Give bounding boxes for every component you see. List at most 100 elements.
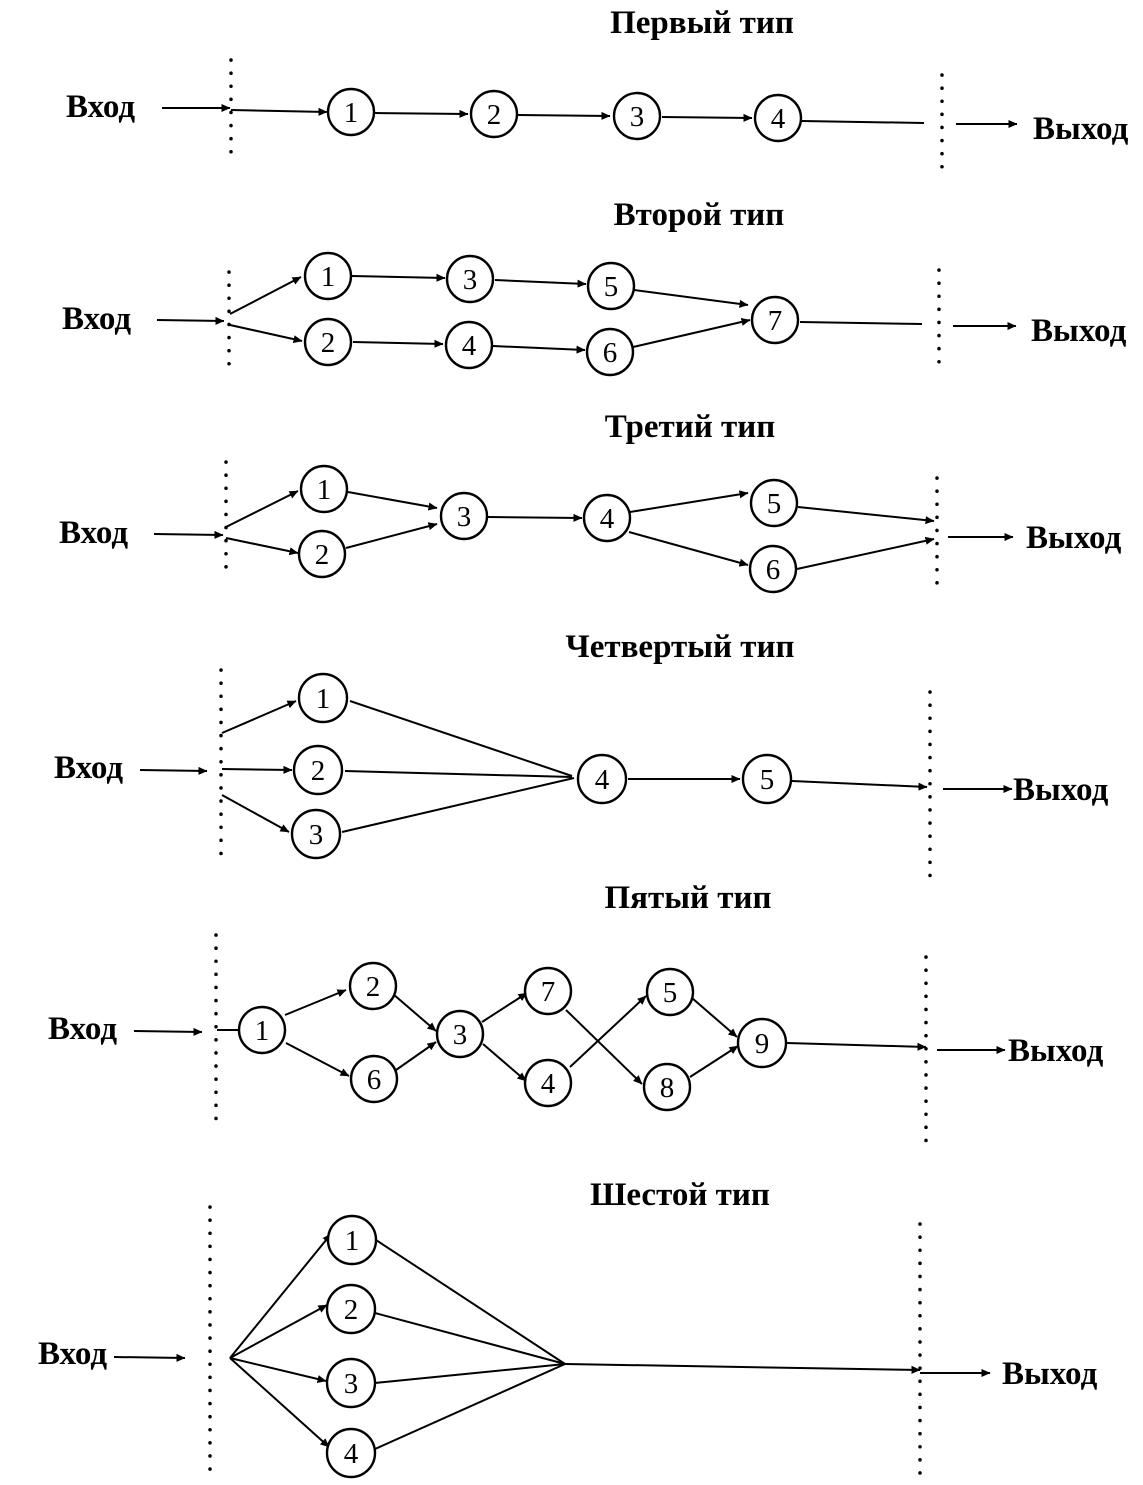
node-label: 1 bbox=[344, 97, 359, 129]
node: 3 bbox=[612, 91, 662, 141]
diagram-type-5: Пятый тип Вход Выход 1 2 6 3 7 4 5 8 9 bbox=[48, 880, 1104, 1144]
input-label: Вход bbox=[62, 301, 131, 337]
node: 8 bbox=[642, 1062, 692, 1112]
input-label: Вход bbox=[66, 89, 135, 125]
node: 7 bbox=[750, 295, 800, 345]
edge-8-9 bbox=[689, 1045, 739, 1078]
node-label: 2 bbox=[344, 1294, 359, 1326]
node-label: 2 bbox=[311, 755, 326, 787]
edge-4-5 bbox=[629, 490, 749, 513]
edge-2-3 bbox=[392, 993, 437, 1032]
node-label: 6 bbox=[367, 1064, 382, 1096]
node-label: 4 bbox=[600, 503, 615, 535]
node-label: 6 bbox=[766, 554, 781, 586]
diagram-type-4: Четвертый тип Вход Выход 1 2 3 4 5 bbox=[54, 629, 1109, 886]
node-label: 1 bbox=[317, 474, 332, 506]
edge-in-1 bbox=[225, 490, 299, 528]
node: 1 bbox=[237, 1005, 287, 1055]
node: 3 bbox=[290, 808, 342, 860]
output-label: Выход bbox=[1008, 1033, 1104, 1069]
node-label: 1 bbox=[321, 261, 336, 293]
node: 2 bbox=[297, 529, 347, 579]
node-label: 3 bbox=[630, 101, 645, 133]
edge-4-out bbox=[374, 1363, 566, 1450]
node-label: 3 bbox=[453, 1019, 468, 1051]
edge-1-6 bbox=[285, 1042, 350, 1077]
node-label: 1 bbox=[345, 1225, 360, 1257]
node-label: 7 bbox=[541, 976, 556, 1008]
edge-4-6 bbox=[628, 531, 749, 567]
edge-input bbox=[133, 1027, 203, 1036]
edge-3-4 bbox=[341, 777, 575, 833]
node-label: 1 bbox=[255, 1015, 270, 1047]
node: 5 bbox=[749, 478, 799, 528]
node: 4 bbox=[523, 1058, 573, 1108]
node: 5 bbox=[741, 753, 793, 805]
node-label: 2 bbox=[487, 99, 502, 131]
diagram-type-6: Шестой тип Вход Выход 1 2 3 4 bbox=[38, 1177, 1098, 1482]
edge-5-9 bbox=[691, 997, 738, 1038]
edge-6-3 bbox=[395, 1041, 437, 1071]
node: 4 bbox=[582, 493, 632, 543]
edge-2-3 bbox=[345, 522, 438, 549]
edge-1-4 bbox=[349, 700, 573, 777]
node-label: 4 bbox=[595, 764, 610, 796]
edge-in-2 bbox=[225, 537, 299, 556]
edge-in-2 bbox=[221, 765, 293, 774]
edge-4-5 bbox=[569, 995, 647, 1068]
node: 4 bbox=[444, 320, 494, 370]
edge-in-2 bbox=[229, 324, 303, 344]
output-label: Выход bbox=[1026, 520, 1122, 556]
node-label: 1 bbox=[316, 683, 331, 715]
output-label: Выход bbox=[1013, 772, 1109, 808]
node: 1 bbox=[326, 1214, 378, 1266]
edge-1-3 bbox=[351, 273, 446, 282]
node: 7 bbox=[523, 966, 573, 1016]
edge-in-4 bbox=[229, 1357, 330, 1448]
edge-input bbox=[153, 530, 224, 539]
edge-1-2 bbox=[284, 989, 347, 1016]
diagram-title: Пятый тип bbox=[605, 880, 772, 916]
node: 3 bbox=[445, 254, 495, 304]
node-label: 3 bbox=[344, 1368, 359, 1400]
edge-3-5 bbox=[494, 279, 587, 288]
edge-1-2 bbox=[374, 109, 469, 118]
edge-2-out bbox=[374, 1312, 566, 1365]
edge-2-4 bbox=[344, 770, 573, 778]
node-label: 3 bbox=[463, 264, 478, 296]
node-label: 5 bbox=[604, 271, 619, 303]
node-label: 3 bbox=[457, 501, 472, 533]
node-label: 4 bbox=[344, 1438, 359, 1470]
node: 1 bbox=[326, 87, 376, 137]
edge-in-3 bbox=[229, 1357, 327, 1383]
edge-2-4 bbox=[352, 339, 444, 348]
output-label: Выход bbox=[1033, 111, 1129, 147]
node-label: 4 bbox=[541, 1068, 556, 1100]
node-label: 3 bbox=[309, 819, 324, 851]
node: 3 bbox=[435, 1009, 485, 1059]
node: 2 bbox=[303, 317, 353, 367]
edge-6-7 bbox=[632, 317, 751, 348]
node-label: 5 bbox=[760, 764, 775, 796]
node: 2 bbox=[325, 1283, 377, 1335]
node-label: 2 bbox=[315, 539, 330, 571]
diagram-type-1: Первый тип Вход Выход 1 2 3 4 bbox=[66, 5, 1129, 174]
edge-3-4 bbox=[661, 113, 753, 122]
diagram-type-3: Третий тип Вход Выход 1 2 3 4 5 6 bbox=[59, 409, 1122, 594]
node-label: 5 bbox=[767, 488, 782, 520]
edge-7-out bbox=[799, 321, 923, 325]
edge-input bbox=[113, 1353, 186, 1362]
node-label: 7 bbox=[768, 305, 783, 337]
edge-4-6 bbox=[492, 345, 586, 354]
node: 6 bbox=[585, 327, 635, 377]
diagram-title: Шестой тип bbox=[590, 1177, 770, 1213]
node-label: 4 bbox=[462, 330, 477, 362]
input-label: Вход bbox=[59, 515, 128, 551]
edge-in-3 bbox=[221, 794, 290, 833]
edge-1-3 bbox=[347, 491, 438, 511]
edge-input bbox=[156, 316, 225, 325]
node: 5 bbox=[586, 261, 636, 311]
node: 6 bbox=[349, 1054, 399, 1104]
edge-4-out bbox=[801, 120, 925, 124]
node: 6 bbox=[748, 544, 798, 594]
